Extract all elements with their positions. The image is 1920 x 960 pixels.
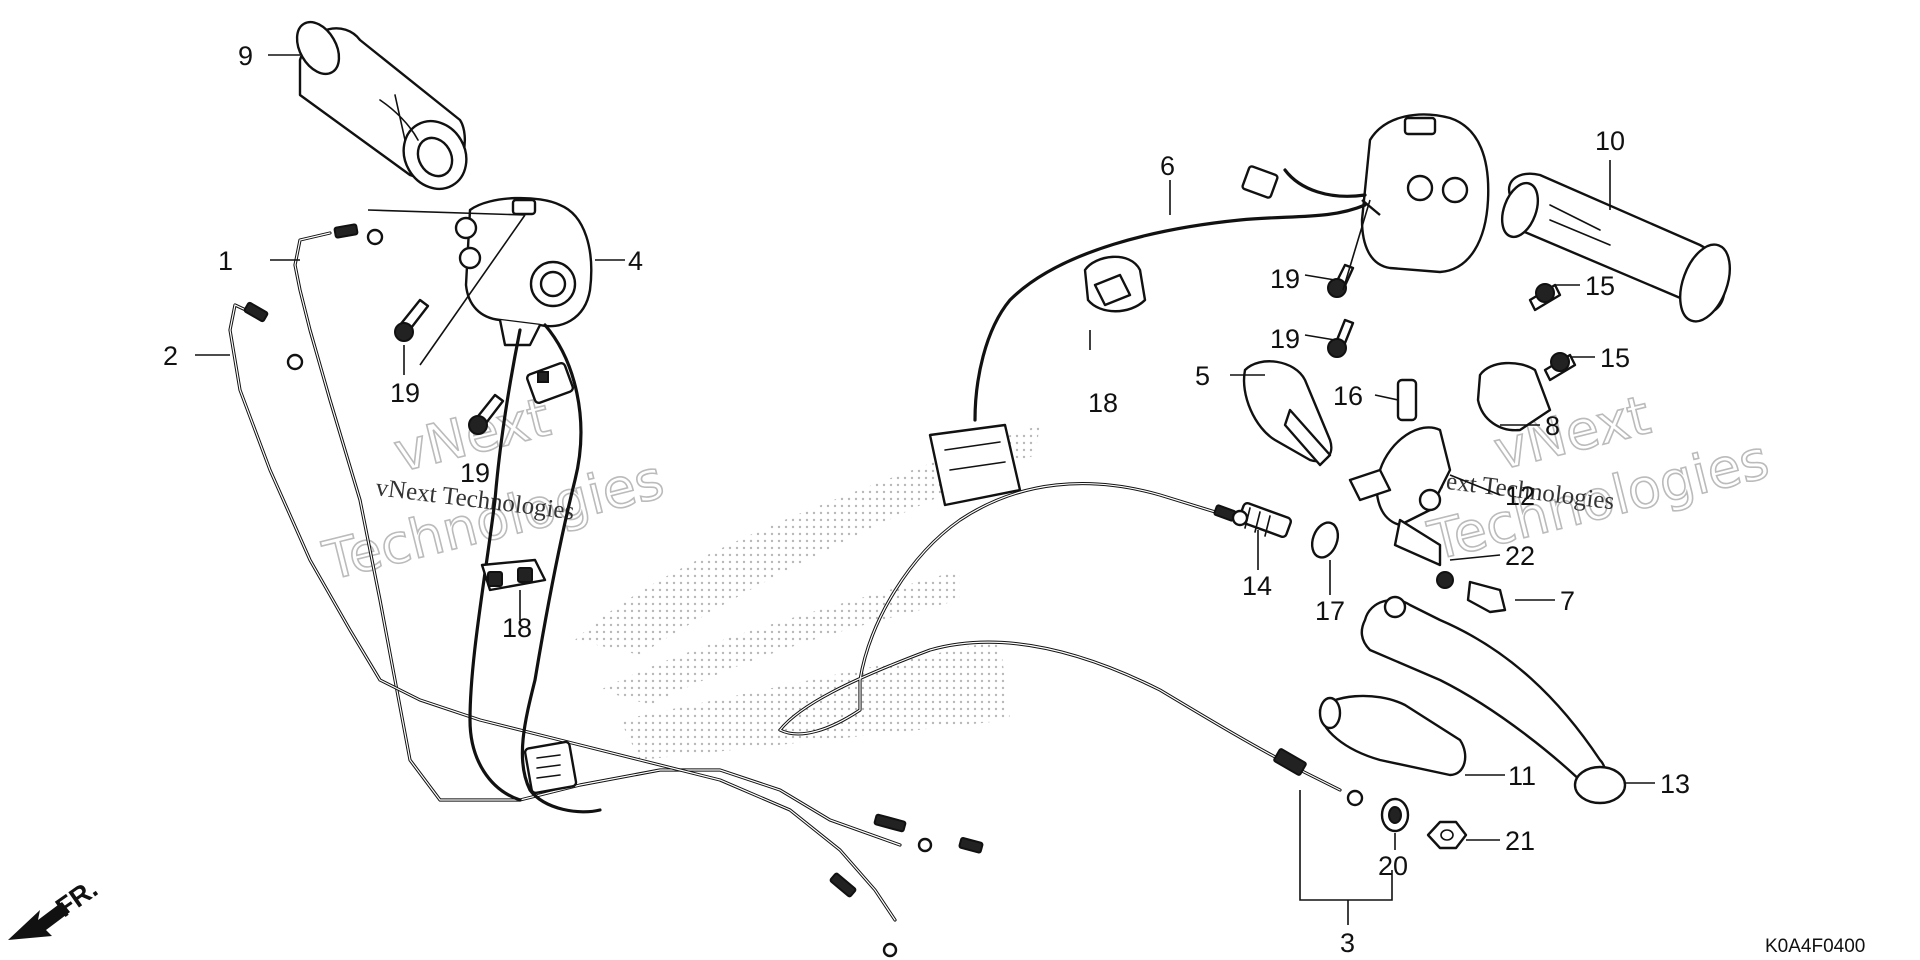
dust-boot-part-11 — [1318, 694, 1467, 777]
cover-part-5 — [1242, 360, 1333, 467]
left-grip-part-9 — [295, 20, 468, 191]
callout-12: 12 — [1505, 481, 1535, 511]
front-direction-arrow: FR. — [8, 873, 103, 940]
nut-part-22 — [1436, 571, 1454, 589]
callout-6: 6 — [1160, 151, 1175, 181]
callout-14: 14 — [1242, 571, 1272, 601]
right-grip-part-10 — [1500, 172, 1731, 323]
callout-8: 8 — [1545, 411, 1560, 441]
nut-part-21 — [1426, 820, 1468, 850]
callout-15-upper: 15 — [1585, 271, 1615, 301]
screw-part-19-right-lower — [1327, 318, 1355, 358]
callout-7: 7 — [1560, 586, 1575, 616]
callout-15-lower: 15 — [1600, 343, 1630, 373]
cable-clamp-left-switch — [526, 361, 574, 405]
callout-16: 16 — [1333, 381, 1363, 411]
callout-3: 3 — [1340, 928, 1355, 958]
bolt-part-7 — [1466, 580, 1507, 614]
clutch-lever-part-13 — [1360, 595, 1627, 805]
dotted-wing-logo — [575, 425, 1040, 760]
callout-1: 1 — [218, 246, 233, 276]
screw-part-19-left-upper — [394, 298, 430, 342]
callout-5: 5 — [1195, 361, 1210, 391]
callout-19-left-lower: 19 — [460, 458, 490, 488]
callout-18-left: 18 — [502, 613, 532, 643]
left-switch-housing-part-4 — [454, 196, 593, 347]
screw-part-15-upper — [1528, 283, 1562, 312]
locknut-part-17 — [1310, 521, 1340, 559]
lever-holder-part-8 — [1476, 361, 1552, 432]
watermark-right: vNext Technologies vNext Technologies — [1414, 383, 1775, 574]
diagram-code: K0A4F0400 — [1765, 936, 1865, 957]
callout-22: 22 — [1505, 541, 1535, 571]
callout-19-right-upper: 19 — [1270, 264, 1300, 294]
screw-part-16 — [1396, 378, 1418, 422]
wire-clamp-part-18-left — [480, 558, 547, 592]
callout-2: 2 — [163, 341, 178, 371]
right-switch-harness-part-6 — [928, 165, 1367, 507]
callout-10: 10 — [1595, 126, 1625, 156]
callout-18-right: 18 — [1088, 388, 1118, 418]
callout-17: 17 — [1315, 596, 1345, 626]
callout-19-left-upper: 19 — [390, 378, 420, 408]
right-switch-housing-part-6 — [1360, 113, 1490, 274]
callout-21: 21 — [1505, 826, 1535, 856]
clutch-cable-part-3 — [778, 482, 1364, 807]
callout-11: 11 — [1508, 761, 1536, 791]
throttle-cable-part-1 — [293, 223, 984, 854]
wire-clamp-part-18-right — [1083, 255, 1147, 313]
throttle-cable-part-2 — [228, 301, 898, 958]
callout-13: 13 — [1660, 769, 1690, 799]
lever-bracket-part-12 — [1348, 426, 1452, 567]
screw-part-15-lower — [1543, 352, 1577, 382]
left-switch-harness — [468, 323, 602, 814]
callout-4: 4 — [628, 246, 643, 276]
callout-9: 9 — [238, 41, 253, 71]
nut-part-20 — [1380, 797, 1410, 833]
callout-20: 20 — [1378, 851, 1408, 881]
callout-19-right-lower: 19 — [1270, 324, 1300, 354]
watermark-left: vNext Technologies vNext Technologies — [316, 385, 670, 594]
screw-part-19-left-lower — [468, 393, 505, 435]
